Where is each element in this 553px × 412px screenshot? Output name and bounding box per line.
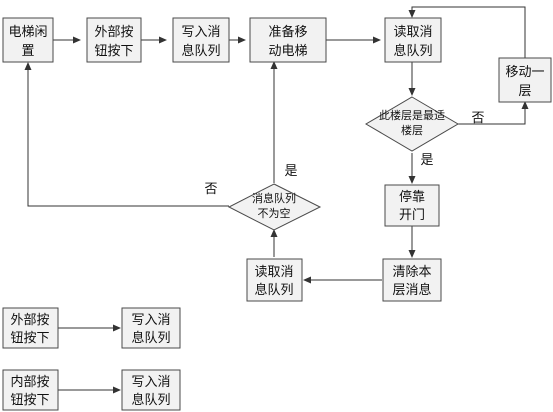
node-clear-floor: 清除本 层消息 xyxy=(382,258,442,302)
node-queue-not-empty-line2: 不为空 xyxy=(258,206,291,220)
node-read-queue-top-line2: 息队列 xyxy=(393,43,432,59)
node-ext-press-line2: 钮按下 xyxy=(94,44,133,59)
node-idle-line1: 电梯闲 xyxy=(8,25,47,40)
node-stop-open-line1: 停靠 xyxy=(399,189,425,205)
node-read-queue-bottom: 读取消 息队列 xyxy=(246,258,303,302)
legend-ext-write: 写入消 息队列 xyxy=(121,307,181,349)
node-clear-floor-line1: 清除本 xyxy=(392,265,431,280)
node-clear-floor-line2: 层消息 xyxy=(392,282,431,298)
node-ext-press-line1: 外部按 xyxy=(94,25,133,40)
node-write-queue-line1: 写入消 xyxy=(181,25,220,40)
legend-ext-press-line2: 钮按下 xyxy=(10,331,49,346)
node-queue-not-empty-line1: 消息队列 xyxy=(252,191,296,205)
node-read-queue-bottom-line2: 息队列 xyxy=(254,282,293,298)
node-write-queue-line2: 息队列 xyxy=(181,43,220,59)
node-write-queue: 写入消 息队列 xyxy=(172,17,230,63)
legend-int-write: 写入消 息队列 xyxy=(121,369,181,411)
edge-label-no-right: 否 xyxy=(471,111,484,126)
node-move-to-line2: 动电梯 xyxy=(268,44,307,59)
legend-ext-write-line2: 息队列 xyxy=(131,330,170,346)
node-read-queue-top: 读取消 息队列 xyxy=(384,17,442,63)
node-read-queue-top-line1: 读取消 xyxy=(393,25,432,40)
legend-ext-write-line1: 写入消 xyxy=(131,313,170,328)
edge-label-yes-up: 是 xyxy=(284,164,297,179)
node-ext-press: 外部按 钮按下 xyxy=(86,17,142,63)
node-queue-not-empty: 消息队列 不为空 xyxy=(227,183,322,231)
legend-int-press-line2: 钮按下 xyxy=(10,393,49,408)
legend-int-press: 内部按 钮按下 xyxy=(2,369,59,411)
node-idle: 电梯闲 置 xyxy=(2,17,54,63)
edge-queue-no-to-idle xyxy=(24,62,229,207)
node-is-best-floor-line2: 楼层 xyxy=(401,123,423,137)
node-stop-open: 停靠 开门 xyxy=(384,184,440,227)
node-move-one-line1: 移动一 xyxy=(505,65,544,80)
legend-ext-press-line1: 外部按 xyxy=(10,313,49,328)
node-move-one-line2: 层 xyxy=(518,84,531,99)
legend-int-press-line1: 内部按 xyxy=(10,374,49,390)
legend-int-write-line2: 息队列 xyxy=(131,392,170,408)
edge-label-yes-down: 是 xyxy=(420,153,433,168)
node-is-best-floor-line1: 此楼层是最适 xyxy=(379,108,445,122)
legend-int-write-line1: 写入消 xyxy=(131,375,170,390)
edges xyxy=(24,6,529,394)
edge-label-no-left: 否 xyxy=(204,182,217,197)
node-move-one: 移动一 层 xyxy=(498,57,552,103)
edge-move-one-to-read xyxy=(408,6,526,58)
legend-ext-press: 外部按 钮按下 xyxy=(2,307,59,349)
edge-best-floor-no-to-move-one xyxy=(458,101,529,125)
node-idle-line2: 置 xyxy=(21,44,34,59)
node-stop-open-line2: 开门 xyxy=(399,208,425,223)
node-move-to-line1: 准备移 xyxy=(268,24,307,40)
node-is-best-floor: 此楼层是最适 楼层 xyxy=(365,96,459,152)
node-read-queue-bottom-line1: 读取消 xyxy=(254,265,293,280)
node-move-to: 准备移 动电梯 xyxy=(249,17,327,63)
